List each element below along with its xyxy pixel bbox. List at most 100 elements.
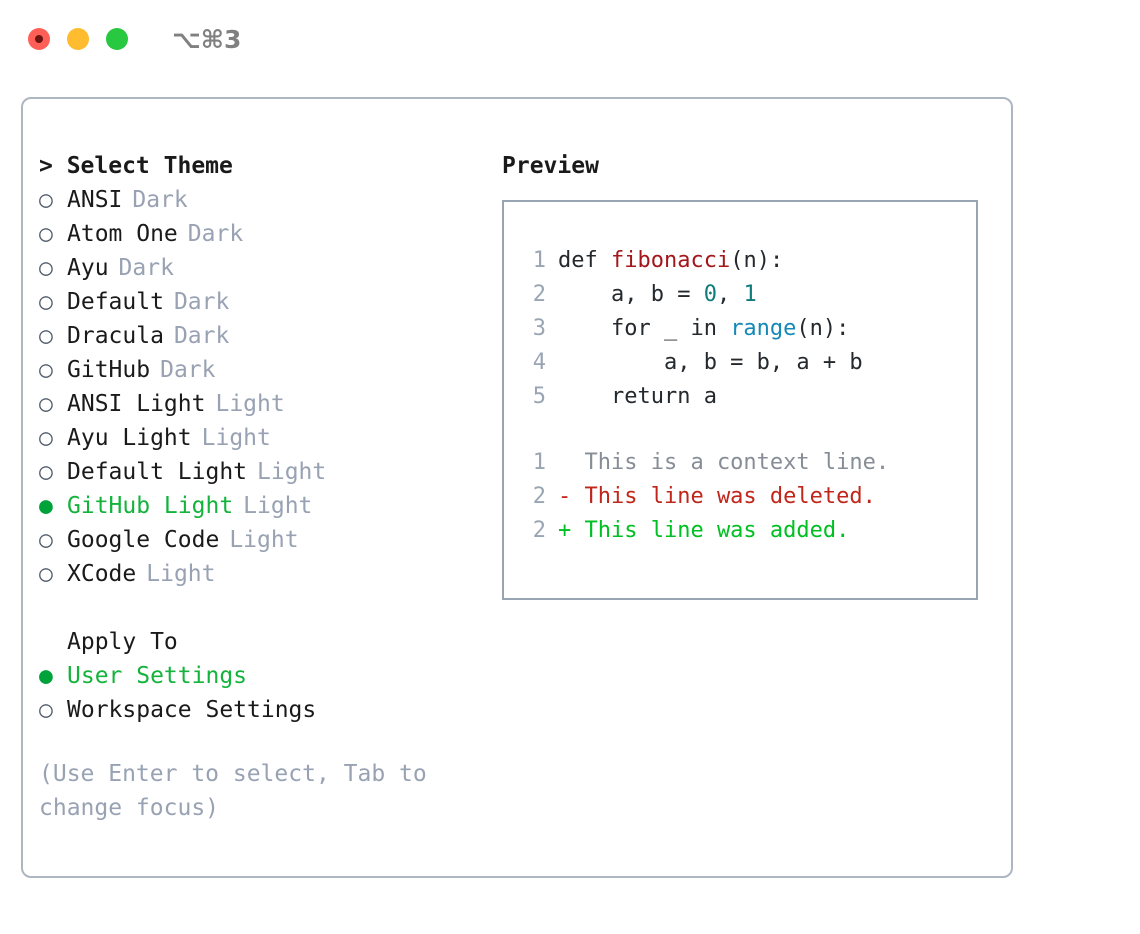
radio-unselected-icon[interactable]: ○ bbox=[39, 561, 53, 587]
radio-selected-icon[interactable]: ● bbox=[39, 493, 53, 519]
theme-option-tag: Light bbox=[257, 459, 327, 485]
theme-option-tag: Light bbox=[146, 561, 216, 587]
theme-option-label: Ayu bbox=[67, 255, 109, 281]
diff-sample: 1 This is a context line. 2 - This line wa… bbox=[504, 446, 976, 548]
line-number: 2 bbox=[532, 518, 546, 543]
code-line-1: 2 a, b = 0, 1 bbox=[504, 278, 976, 312]
radio-unselected-icon[interactable]: ○ bbox=[39, 391, 53, 417]
code-line-2: 3 for _ in range(n): bbox=[504, 312, 976, 346]
line-number: 1 bbox=[532, 248, 546, 273]
diff-content-ctx: This is a context line. bbox=[558, 450, 890, 475]
theme-option-tag: Dark bbox=[173, 289, 230, 315]
theme-option-label: Dracula bbox=[67, 323, 164, 349]
code-line-3: 4 a, b = b, a + b bbox=[504, 346, 976, 380]
code-token-plain: return a bbox=[558, 384, 717, 409]
code-content: def fibonacci(n): bbox=[558, 244, 783, 278]
code-token-plain: def bbox=[558, 248, 611, 273]
keyboard-hint-text: (Use Enter to select, Tab to change focu… bbox=[39, 757, 449, 825]
code-token-plain: , bbox=[716, 282, 744, 307]
line-number: 3 bbox=[532, 316, 546, 341]
code-content: return a bbox=[558, 380, 717, 414]
radio-unselected-icon[interactable]: ○ bbox=[39, 323, 53, 349]
line-number: 2 bbox=[532, 282, 546, 307]
hint-line-1: (Use Enter to select, Tab to bbox=[39, 761, 427, 787]
radio-unselected-icon[interactable]: ○ bbox=[39, 527, 53, 553]
theme-option-1[interactable]: ○ Atom One Dark bbox=[39, 217, 479, 251]
keyboard-shortcut-label: ⌥⌘3 bbox=[172, 24, 242, 54]
apply-to-heading: Apply To bbox=[67, 629, 178, 655]
theme-option-label: Atom One bbox=[67, 221, 178, 247]
theme-option-label: Default bbox=[67, 289, 164, 315]
radio-unselected-icon[interactable]: ○ bbox=[39, 459, 53, 485]
code-line-0: 1 def fibonacci(n): bbox=[504, 244, 976, 278]
theme-option-tag: Dark bbox=[187, 221, 244, 247]
radio-unselected-icon[interactable]: ○ bbox=[39, 187, 53, 213]
theme-option-11[interactable]: ○ XCode Light bbox=[39, 557, 479, 591]
code-token-plain: (n): bbox=[730, 248, 784, 273]
line-number: 4 bbox=[532, 350, 546, 375]
diff-spacer bbox=[504, 414, 976, 446]
apply-option-0[interactable]: ● User Settings bbox=[39, 659, 479, 693]
code-token-fn: fibonacci bbox=[610, 248, 731, 273]
radio-unselected-icon[interactable]: ○ bbox=[39, 425, 53, 451]
theme-option-label: XCode bbox=[67, 561, 137, 587]
code-token-plain: a, b = b, a + b bbox=[558, 350, 863, 375]
preview-heading: Preview bbox=[502, 153, 599, 179]
theme-option-tag: Dark bbox=[160, 357, 216, 383]
theme-option-9[interactable]: ● GitHub Light Light bbox=[39, 489, 479, 523]
code-token-call: range bbox=[730, 316, 797, 341]
theme-option-label: Default Light bbox=[67, 459, 248, 485]
apply-option-label: User Settings bbox=[67, 663, 248, 689]
code-content: for _ in range(n): bbox=[558, 312, 849, 346]
code-token-plain: for _ in bbox=[558, 316, 731, 341]
apply-option-1[interactable]: ○ Workspace Settings bbox=[39, 693, 479, 727]
code-token-plain: (n): bbox=[796, 316, 850, 341]
radio-unselected-icon[interactable]: ○ bbox=[39, 255, 53, 281]
theme-option-3[interactable]: ○ Default Dark bbox=[39, 285, 479, 319]
theme-option-5[interactable]: ○ GitHub Dark bbox=[39, 353, 479, 387]
code-token-plain: a, b = bbox=[558, 282, 704, 307]
diff-content-del: - This line was deleted. bbox=[558, 484, 876, 509]
hint-line-2: change focus) bbox=[39, 795, 220, 821]
theme-option-2[interactable]: ○ Ayu Dark bbox=[39, 251, 479, 285]
code-content: a, b = 0, 1 bbox=[558, 278, 757, 312]
minimize-button-icon[interactable] bbox=[67, 28, 89, 50]
theme-option-tag: Light bbox=[201, 425, 271, 451]
close-button-icon[interactable] bbox=[28, 28, 50, 50]
line-number: 2 bbox=[532, 484, 546, 509]
section-spacer bbox=[39, 591, 479, 625]
radio-unselected-icon[interactable]: ○ bbox=[39, 697, 53, 723]
apply-to-list[interactable]: ● User Settings ○ Workspace Settings bbox=[39, 659, 479, 727]
code-token-num: 0 bbox=[703, 282, 717, 307]
title-bar: ⌥⌘3 bbox=[0, 0, 1140, 78]
radio-selected-icon[interactable]: ● bbox=[39, 663, 53, 689]
radio-unselected-icon[interactable]: ○ bbox=[39, 357, 53, 383]
apply-option-label: Workspace Settings bbox=[67, 697, 317, 723]
theme-option-tag: Light bbox=[243, 493, 313, 519]
radio-unselected-icon[interactable]: ○ bbox=[39, 289, 53, 315]
select-theme-heading: > Select Theme bbox=[39, 153, 233, 179]
theme-option-tag: Dark bbox=[132, 187, 188, 213]
line-number: 1 bbox=[532, 450, 546, 475]
theme-option-tag: Dark bbox=[118, 255, 174, 281]
maximize-button-icon[interactable] bbox=[106, 28, 128, 50]
code-line-4: 5 return a bbox=[504, 380, 976, 414]
radio-unselected-icon[interactable]: ○ bbox=[39, 221, 53, 247]
diff-content-add: + This line was added. bbox=[558, 518, 850, 543]
diff-line-2: 2 + This line was added. bbox=[504, 514, 976, 548]
theme-option-8[interactable]: ○ Default Light Light bbox=[39, 455, 479, 489]
theme-option-tag: Light bbox=[215, 391, 285, 417]
theme-option-label: GitHub Light bbox=[67, 493, 234, 519]
theme-option-label: GitHub bbox=[67, 357, 151, 383]
